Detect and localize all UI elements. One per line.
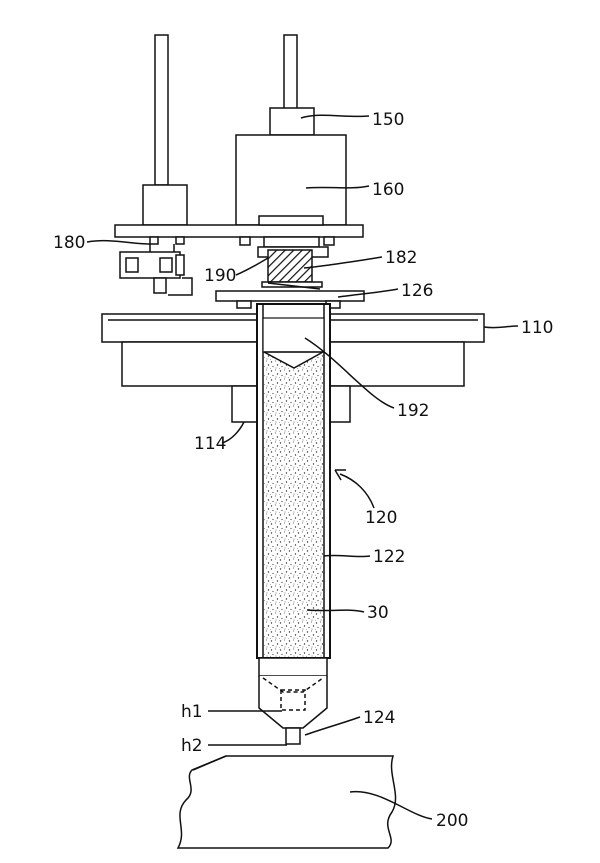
label-160: 160 bbox=[372, 180, 404, 200]
plunger-192 bbox=[262, 317, 325, 353]
label-182: 182 bbox=[385, 248, 417, 268]
motor-body-160 bbox=[235, 134, 347, 226]
motor-cap-150 bbox=[269, 107, 315, 136]
label-h1: h1 bbox=[181, 702, 203, 722]
label-h2: h2 bbox=[181, 736, 203, 756]
nozzle bbox=[258, 657, 328, 745]
label-120: 120 bbox=[365, 508, 397, 528]
label-190: 190 bbox=[204, 266, 236, 286]
hatched-block-182 bbox=[267, 249, 313, 283]
label-192: 192 bbox=[397, 401, 429, 421]
left-rod bbox=[154, 34, 169, 186]
label-122: 122 bbox=[373, 547, 405, 567]
sensor-180 bbox=[119, 244, 193, 296]
label-150: 150 bbox=[372, 110, 404, 130]
material-30 bbox=[263, 351, 324, 657]
label-124: 124 bbox=[363, 708, 395, 728]
label-114: 114 bbox=[194, 434, 226, 454]
label-200: 200 bbox=[436, 811, 468, 831]
needle-tip-124 bbox=[285, 727, 301, 745]
left-rod-block bbox=[142, 184, 188, 226]
label-110: 110 bbox=[521, 318, 553, 338]
plate-126 bbox=[215, 290, 365, 302]
label-30: 30 bbox=[367, 603, 389, 623]
label-126: 126 bbox=[401, 281, 433, 301]
substrate-200 bbox=[176, 755, 397, 849]
upper-plate bbox=[114, 224, 364, 238]
right-rod bbox=[283, 34, 298, 111]
label-180: 180 bbox=[53, 233, 85, 253]
